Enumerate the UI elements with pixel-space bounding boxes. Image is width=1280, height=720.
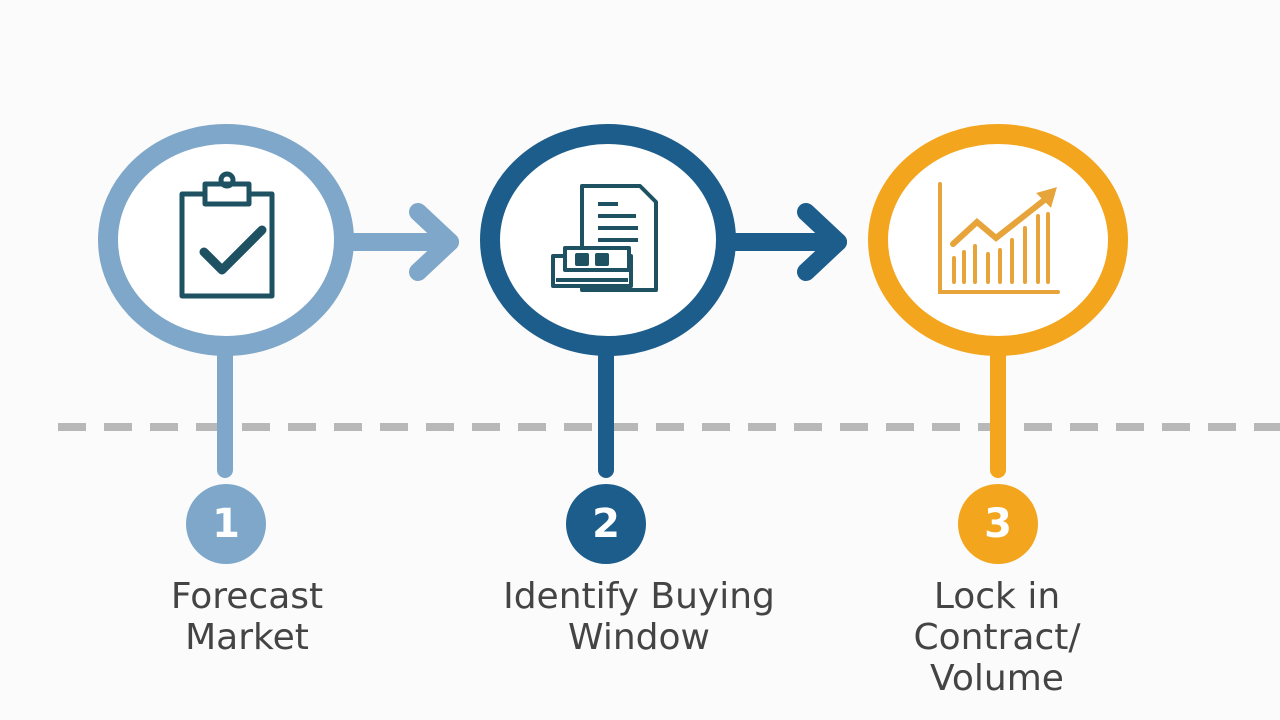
arrow-2-to-3-icon [726,203,847,281]
step1-label-line: Forecast [170,576,324,617]
step3-label-line: Contract/ [913,617,1081,658]
document-contract-icon [551,184,658,292]
step2-number-badge: 2 [566,484,646,564]
step3-label: Lock in Contract/ Volume [817,576,1177,699]
clipboard-check-icon [179,171,275,299]
step2-label-line: Identify Buying [503,576,775,617]
step2-label: Identify Buying Window [459,576,819,658]
step1-label-line: Market [185,617,309,658]
step1-label: Forecast Market [67,576,427,658]
step3-label-line: Volume [930,658,1064,699]
growth-chart-icon [938,182,1060,294]
step3-label-line: Lock in [933,576,1061,617]
step3-number-badge: 3 [958,484,1038,564]
step1-number-badge: 1 [186,484,266,564]
arrow-1-to-2-icon [341,203,459,281]
step1-circle [98,124,354,356]
step2-label-line: Window [568,617,710,658]
